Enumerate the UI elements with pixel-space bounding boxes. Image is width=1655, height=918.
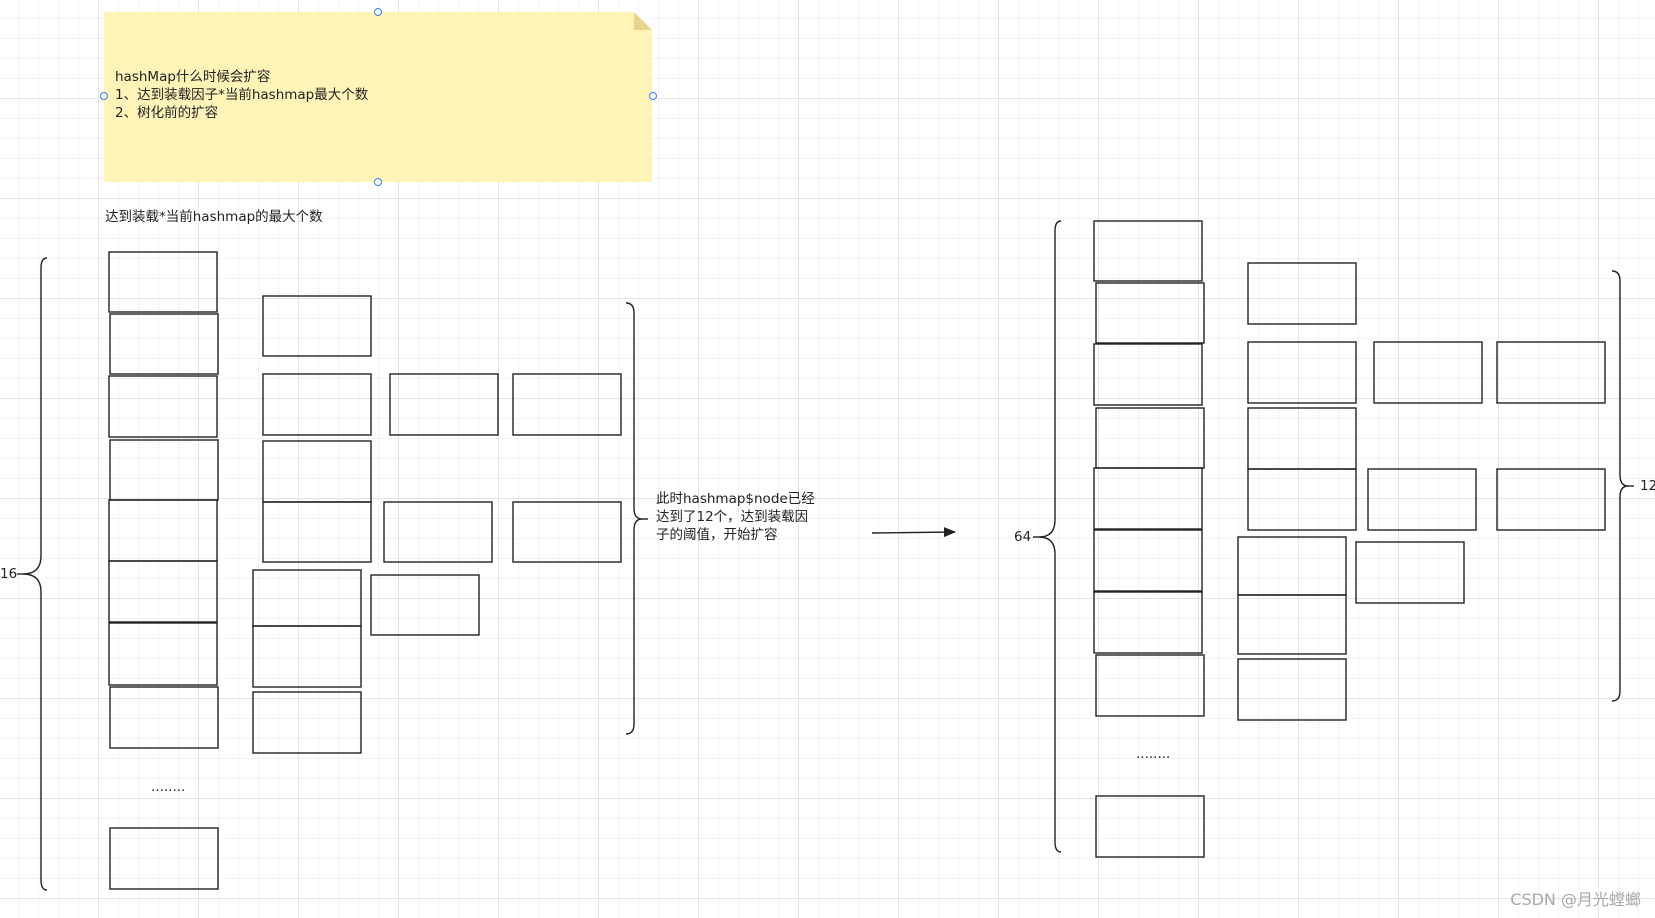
- node-box[interactable]: [262, 295, 372, 357]
- array-cell[interactable]: [1093, 529, 1203, 592]
- caption-left: 达到装载*当前hashmap的最大个数: [105, 209, 323, 225]
- node-box[interactable]: [252, 691, 362, 754]
- array-cell[interactable]: [1095, 282, 1205, 344]
- node-box[interactable]: [252, 569, 362, 627]
- right-brace: [1038, 220, 1062, 853]
- left-brace: [22, 257, 48, 891]
- array-cell[interactable]: [109, 827, 219, 890]
- array-cell[interactable]: [1095, 407, 1205, 469]
- array-cell[interactable]: [109, 686, 219, 749]
- node-box[interactable]: [1496, 468, 1606, 531]
- right-brace-label: 64: [1014, 529, 1032, 545]
- left-array-column: [108, 251, 219, 890]
- array-cell[interactable]: [1093, 591, 1203, 654]
- array-cell[interactable]: [1095, 795, 1205, 858]
- node-box[interactable]: [262, 373, 372, 436]
- middle-note-line-1: 此时hashmap$node已经: [656, 491, 815, 507]
- array-cell[interactable]: [108, 375, 218, 438]
- node-box[interactable]: [1237, 536, 1347, 596]
- resize-handle-bottom[interactable]: [374, 178, 382, 186]
- node-box[interactable]: [370, 574, 480, 636]
- resize-handle-top[interactable]: [374, 8, 382, 16]
- node-box[interactable]: [1247, 468, 1357, 531]
- middle-brace: [625, 302, 643, 735]
- node-box[interactable]: [1355, 541, 1465, 604]
- note-line-1: 1、达到装载因子*当前hashmap最大个数: [115, 87, 369, 103]
- array-cell[interactable]: [109, 313, 219, 375]
- far-right-brace: [1611, 270, 1629, 702]
- node-box[interactable]: [1247, 341, 1357, 404]
- node-box[interactable]: [262, 501, 372, 563]
- expand-arrow: [871, 527, 956, 538]
- array-cell[interactable]: [108, 560, 218, 623]
- node-box[interactable]: [1496, 341, 1606, 404]
- node-box[interactable]: [1367, 468, 1477, 531]
- array-cell[interactable]: [108, 251, 218, 313]
- watermark: CSDN @月光螳螂: [1510, 890, 1641, 909]
- note-line-title: hashMap什么时候会扩容: [115, 69, 271, 85]
- left-node-boxes: [252, 295, 622, 754]
- right-node-boxes: [1237, 262, 1606, 721]
- left-brace-label: 16: [0, 566, 18, 582]
- array-cell[interactable]: [108, 499, 218, 562]
- middle-note: 此时hashmap$node已经 达到了12个，达到装载因 子的阈值，开始扩容: [656, 490, 815, 544]
- node-box[interactable]: [1237, 594, 1347, 655]
- resize-handle-right[interactable]: [649, 92, 657, 100]
- array-cell[interactable]: [1095, 654, 1205, 717]
- note-text: hashMap什么时候会扩容 1、达到装载因子*当前hashmap最大个数 2、…: [115, 68, 368, 122]
- array-cell[interactable]: [1093, 343, 1203, 406]
- array-cell[interactable]: [1093, 220, 1203, 282]
- right-array-column: [1093, 220, 1205, 858]
- node-box[interactable]: [262, 440, 372, 503]
- node-box[interactable]: [1247, 407, 1357, 470]
- node-box[interactable]: [383, 501, 493, 563]
- node-box[interactable]: [389, 373, 499, 436]
- ellipsis-left: ........: [151, 779, 186, 795]
- note-fold-corner: [634, 12, 652, 30]
- note-line-2: 2、树化前的扩容: [115, 105, 219, 121]
- middle-note-line-3: 子的阈值，开始扩容: [656, 527, 778, 543]
- sticky-note[interactable]: hashMap什么时候会扩容 1、达到装载因子*当前hashmap最大个数 2、…: [104, 12, 652, 182]
- array-cell[interactable]: [1093, 467, 1203, 530]
- ellipsis-right: ........: [1136, 746, 1171, 762]
- node-box[interactable]: [1247, 262, 1357, 325]
- node-box[interactable]: [512, 501, 622, 563]
- node-box[interactable]: [1237, 658, 1347, 721]
- node-box[interactable]: [252, 625, 362, 688]
- node-box[interactable]: [1373, 341, 1483, 404]
- far-right-label: 12: [1640, 478, 1655, 494]
- array-cell[interactable]: [108, 622, 218, 686]
- node-box[interactable]: [512, 373, 622, 436]
- middle-note-line-2: 达到了12个，达到装载因: [656, 509, 809, 525]
- array-cell[interactable]: [109, 439, 219, 501]
- resize-handle-left[interactable]: [100, 92, 108, 100]
